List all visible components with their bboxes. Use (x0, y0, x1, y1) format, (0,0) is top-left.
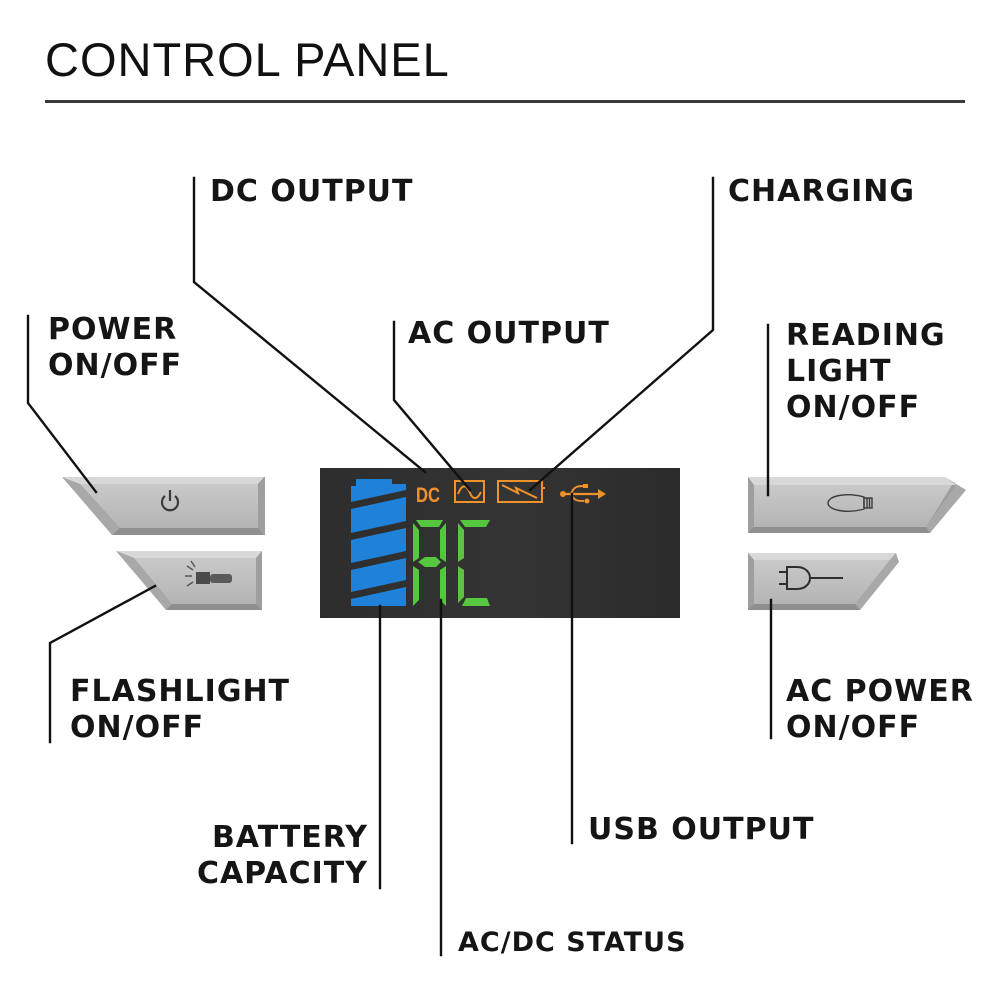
label-usb-output: USB OUTPUT (588, 812, 815, 847)
page-title: CONTROL PANEL (45, 33, 450, 86)
leader-flashlight (48, 584, 157, 744)
battery-indicator (351, 479, 406, 606)
power-icon (160, 490, 180, 512)
plug-icon (779, 566, 843, 590)
reading-light-button[interactable] (748, 477, 966, 533)
title-divider (45, 100, 965, 103)
status-text: AC (420, 612, 422, 615)
ac-wave-icon (454, 480, 485, 503)
leader-ac-output (392, 320, 472, 492)
label-flashlight: FLASHLIGHT ON/OFF (70, 674, 291, 745)
flashlight-button[interactable] (116, 551, 262, 610)
label-reading-light: READING LIGHT ON/OFF (786, 318, 946, 425)
label-ac-power: AC POWER ON/OFF (786, 674, 974, 745)
label-power: POWER ON/OFF (48, 312, 183, 383)
flashlight-icon (185, 560, 232, 587)
leader-lines (26, 176, 773, 957)
lightbulb-icon (827, 494, 873, 512)
dc-indicator: DC (416, 484, 440, 507)
label-ac-output: AC OUTPUT (408, 316, 610, 351)
label-dc-output: DC OUTPUT (210, 174, 414, 209)
label-battery-capacity: BATTERY CAPACITY (196, 820, 368, 891)
label-charging: CHARGING (728, 174, 915, 209)
ac-power-button[interactable] (748, 553, 899, 610)
charging-bolt-icon (497, 480, 545, 503)
label-acdc-status: AC/DC STATUS (458, 927, 687, 958)
leader-dc-output (192, 176, 427, 474)
status-seven-segment (413, 520, 490, 606)
power-button[interactable] (62, 477, 265, 535)
leader-power (26, 314, 98, 494)
leader-charging (528, 176, 715, 492)
usb-icon (560, 484, 606, 504)
